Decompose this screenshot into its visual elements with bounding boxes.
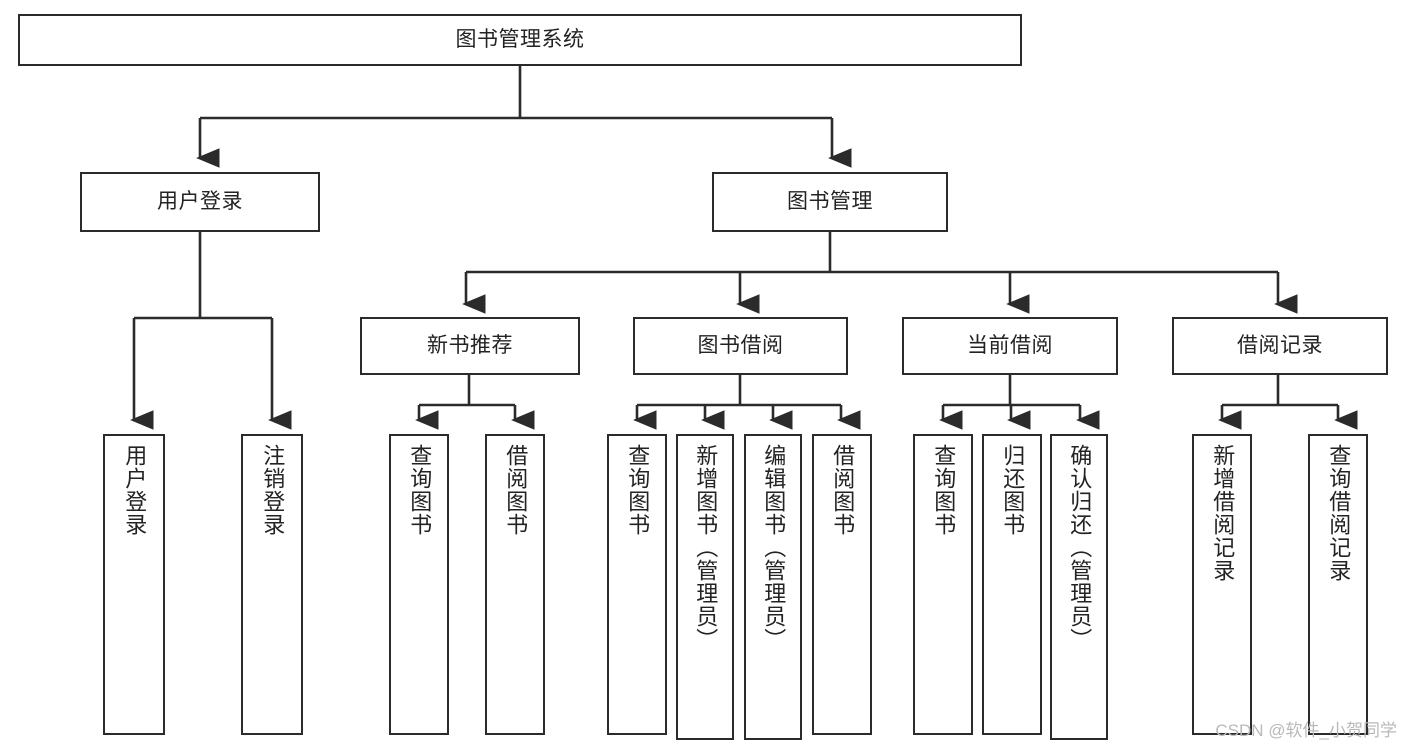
node-label: 当前借阅 bbox=[967, 333, 1053, 357]
node-label: 查询图书 bbox=[407, 444, 433, 536]
node-leaf-return-book[interactable]: 归还图书 bbox=[982, 434, 1042, 735]
node-root-system[interactable]: 图书管理系统 bbox=[18, 14, 1022, 66]
node-label: 新增借阅记录 bbox=[1210, 444, 1236, 582]
node-book-manage[interactable]: 图书管理 bbox=[712, 172, 948, 232]
node-label: 归还图书 bbox=[1000, 444, 1026, 536]
node-leaf-query-book-1[interactable]: 查询图书 bbox=[389, 434, 449, 735]
node-leaf-borrow-book-2[interactable]: 借阅图书 bbox=[812, 434, 872, 735]
node-new-book-rec[interactable]: 新书推荐 bbox=[360, 317, 580, 375]
node-leaf-query-book-2[interactable]: 查询图书 bbox=[607, 434, 667, 735]
node-leaf-add-record[interactable]: 新增借阅记录 bbox=[1192, 434, 1252, 735]
node-leaf-query-book-3[interactable]: 查询图书 bbox=[913, 434, 973, 735]
node-leaf-edit-book[interactable]: 编辑图书（管理员） bbox=[744, 434, 802, 740]
node-label: 查询借阅记录 bbox=[1326, 444, 1352, 582]
node-label: 新增图书（管理员） bbox=[693, 444, 719, 651]
node-label: 借阅图书 bbox=[830, 444, 856, 536]
node-label: 借阅记录 bbox=[1237, 333, 1323, 357]
csdn-watermark: CSDN @软件_小贺同学 bbox=[1215, 721, 1397, 740]
node-label: 借阅图书 bbox=[503, 444, 529, 536]
node-label: 新书推荐 bbox=[427, 333, 513, 357]
node-leaf-user-login[interactable]: 用户登录 bbox=[103, 434, 165, 735]
node-label: 查询图书 bbox=[931, 444, 957, 536]
node-label: 用户登录 bbox=[157, 189, 243, 213]
node-leaf-borrow-book-1[interactable]: 借阅图书 bbox=[485, 434, 545, 735]
node-label: 图书管理系统 bbox=[455, 27, 585, 51]
node-label: 图书借阅 bbox=[697, 333, 784, 357]
node-current-borrow[interactable]: 当前借阅 bbox=[902, 317, 1118, 375]
node-book-borrow[interactable]: 图书借阅 bbox=[633, 317, 848, 375]
node-label: 确认归还（管理员） bbox=[1067, 444, 1093, 651]
node-label: 图书管理 bbox=[787, 189, 873, 213]
node-label: 注销登录 bbox=[260, 444, 286, 536]
node-borrow-record[interactable]: 借阅记录 bbox=[1172, 317, 1388, 375]
node-leaf-confirm-return[interactable]: 确认归还（管理员） bbox=[1050, 434, 1108, 740]
node-leaf-query-record[interactable]: 查询借阅记录 bbox=[1308, 434, 1368, 735]
node-user-login[interactable]: 用户登录 bbox=[80, 172, 320, 232]
node-leaf-user-logout[interactable]: 注销登录 bbox=[241, 434, 303, 735]
node-leaf-add-book[interactable]: 新增图书（管理员） bbox=[676, 434, 734, 740]
node-label: 查询图书 bbox=[625, 444, 651, 536]
node-label: 用户登录 bbox=[122, 444, 148, 536]
node-label: 编辑图书（管理员） bbox=[761, 444, 787, 651]
